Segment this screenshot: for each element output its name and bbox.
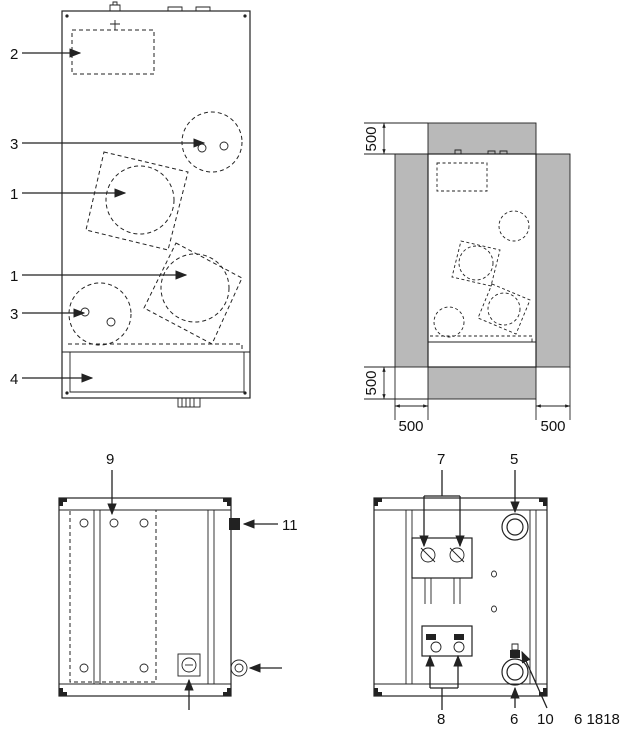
callout-label-3-upper: 3: [10, 136, 18, 153]
dim-left: 500: [394, 367, 429, 435]
callout-label-1-upper: 1: [10, 186, 18, 203]
top-connector: [109, 1, 121, 11]
tank-lower: [143, 242, 243, 345]
fitting-10: [510, 650, 520, 658]
clearance-top-label: 500: [363, 126, 380, 151]
callout-label-9: 9: [106, 451, 114, 468]
unit-outline-small: [427, 153, 537, 368]
clearance-right-label: 500: [540, 418, 565, 435]
clearance-bottom-label: 500: [363, 370, 380, 395]
top-ports: [167, 6, 211, 11]
clearance-zone-top: [427, 122, 537, 155]
valve-group-8: [421, 625, 473, 657]
callout-label-3-lower: 3: [10, 306, 18, 323]
clearance-view: 500 500 500 500: [363, 122, 571, 435]
clearance-zone-left: [394, 153, 429, 368]
callout-label-1-lower: 1: [10, 268, 18, 285]
rear-view-right: 5 7 8 6 10: [373, 451, 554, 728]
dim-top: 500: [363, 122, 428, 155]
figure-id: 6 1818: [574, 711, 620, 728]
vessel-small-upper: [498, 210, 530, 242]
dim-bottom: 500: [363, 366, 428, 400]
callout-arrow-10: [521, 650, 548, 709]
callout-label-10: 10: [537, 711, 554, 728]
pipe-6: [501, 658, 529, 686]
dim-right: 500: [535, 367, 571, 435]
frame-outline-left: [58, 497, 232, 697]
tank-small-upper: [451, 240, 501, 287]
clearance-zone-right: [535, 153, 571, 368]
unit-outline: [61, 10, 251, 399]
socket-11: [229, 518, 240, 530]
mounting-plate: [69, 509, 157, 683]
callout-label-6: 6: [510, 711, 518, 728]
rear-view-left: 9 11: [58, 451, 298, 710]
rails-right: [405, 510, 537, 684]
control-box-small: [436, 162, 488, 192]
clearance-zone-bottom: [427, 366, 537, 400]
valve-group-7: [411, 537, 473, 604]
callout-label-8: 8: [437, 711, 445, 728]
main-switch: [177, 653, 201, 677]
expansion-vessel-upper: [181, 111, 243, 173]
tank-small-lower: [477, 283, 531, 335]
callout-label-11: 11: [282, 517, 298, 534]
callout-label-2: 2: [10, 46, 18, 63]
pipe-5: [501, 513, 529, 541]
port-right: [230, 659, 248, 677]
callout-label-5: 5: [510, 451, 518, 468]
expansion-vessel-lower: [68, 282, 132, 346]
bottom-panel: [62, 343, 250, 393]
clearance-left-label: 500: [398, 418, 423, 435]
vessel-small-lower: [433, 306, 465, 338]
control-box-outline: [71, 29, 155, 75]
callout-label-4: 4: [10, 371, 18, 388]
callout-label-7: 7: [437, 451, 445, 468]
front-view: 2 3 1 1 3 4: [10, 1, 251, 408]
tank-upper: [85, 151, 189, 251]
bottom-connector: [177, 397, 201, 408]
rails: [93, 510, 215, 684]
